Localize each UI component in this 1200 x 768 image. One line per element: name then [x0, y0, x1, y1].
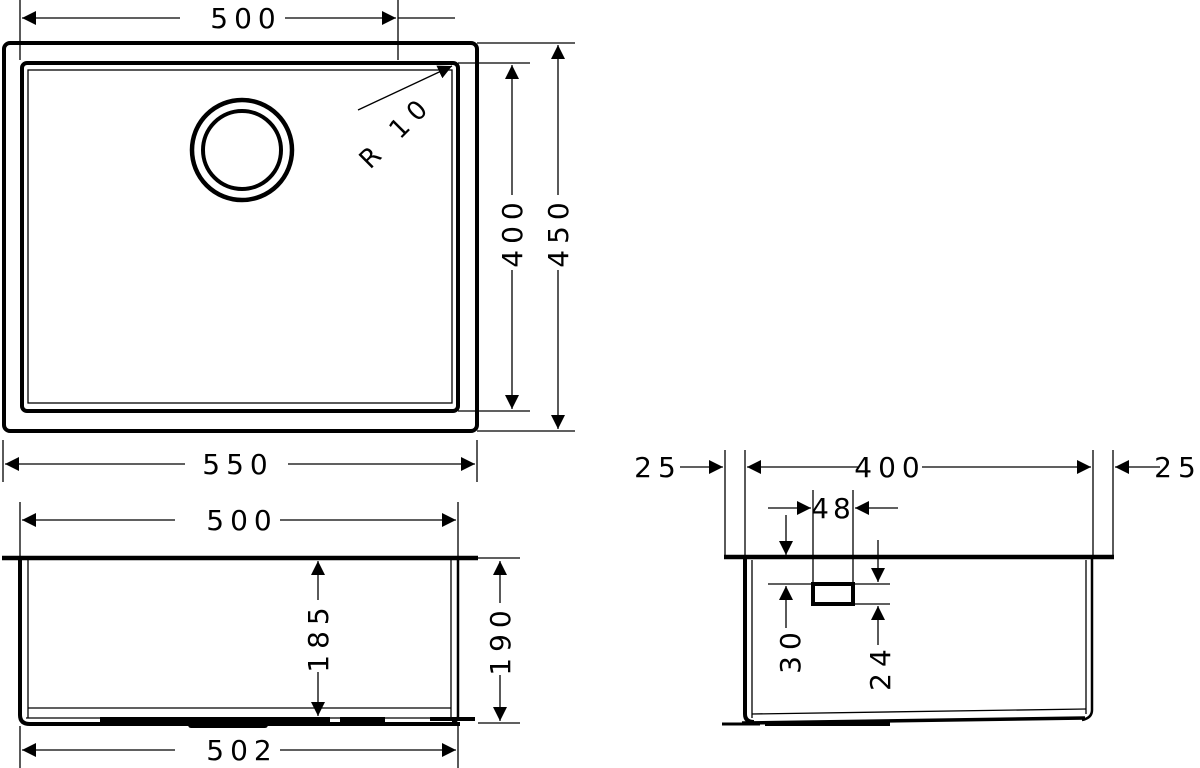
- side-view: 25 400 25 48 30: [634, 450, 1200, 726]
- front-view: 500 185 190 502: [2, 502, 520, 768]
- outer-flange-outline: [2, 41, 479, 433]
- bowl-front-outline: [18, 558, 460, 726]
- dim-side-flange-left: 25: [634, 451, 682, 484]
- dim-front-top-width: 500: [206, 504, 277, 537]
- drain-inner-ring: [201, 109, 283, 191]
- dim-side-flange-right: 25: [1154, 451, 1200, 484]
- bowl-inner-line: [27, 69, 453, 404]
- bowl-outline: [20, 61, 460, 413]
- dim-top-inner-width: 500: [210, 2, 281, 35]
- dim-front-outer-height: 190: [484, 604, 517, 675]
- dim-overflow-offset: 30: [774, 626, 807, 674]
- dim-corner-radius: R 10: [354, 89, 440, 175]
- dim-top-inner-depth: 400: [496, 196, 529, 267]
- outer-width-dimension: 550: [2, 440, 478, 482]
- overflow-slot-icon: [811, 582, 855, 606]
- top-view: 500 R 10 400 450: [2, 0, 575, 433]
- dim-front-inner-height: 185: [302, 601, 335, 672]
- radius-leader: [357, 65, 453, 111]
- dim-overflow-width: 48: [811, 492, 855, 525]
- dim-front-bottom-width: 502: [206, 734, 277, 767]
- side-bowl-outline: [743, 557, 755, 724]
- dim-outer-width: 550: [202, 448, 273, 481]
- dim-side-inner-depth: 400: [854, 451, 925, 484]
- drain-icon: [189, 97, 295, 203]
- dim-top-outer-depth: 450: [542, 196, 575, 267]
- dim-overflow-height: 24: [864, 643, 897, 691]
